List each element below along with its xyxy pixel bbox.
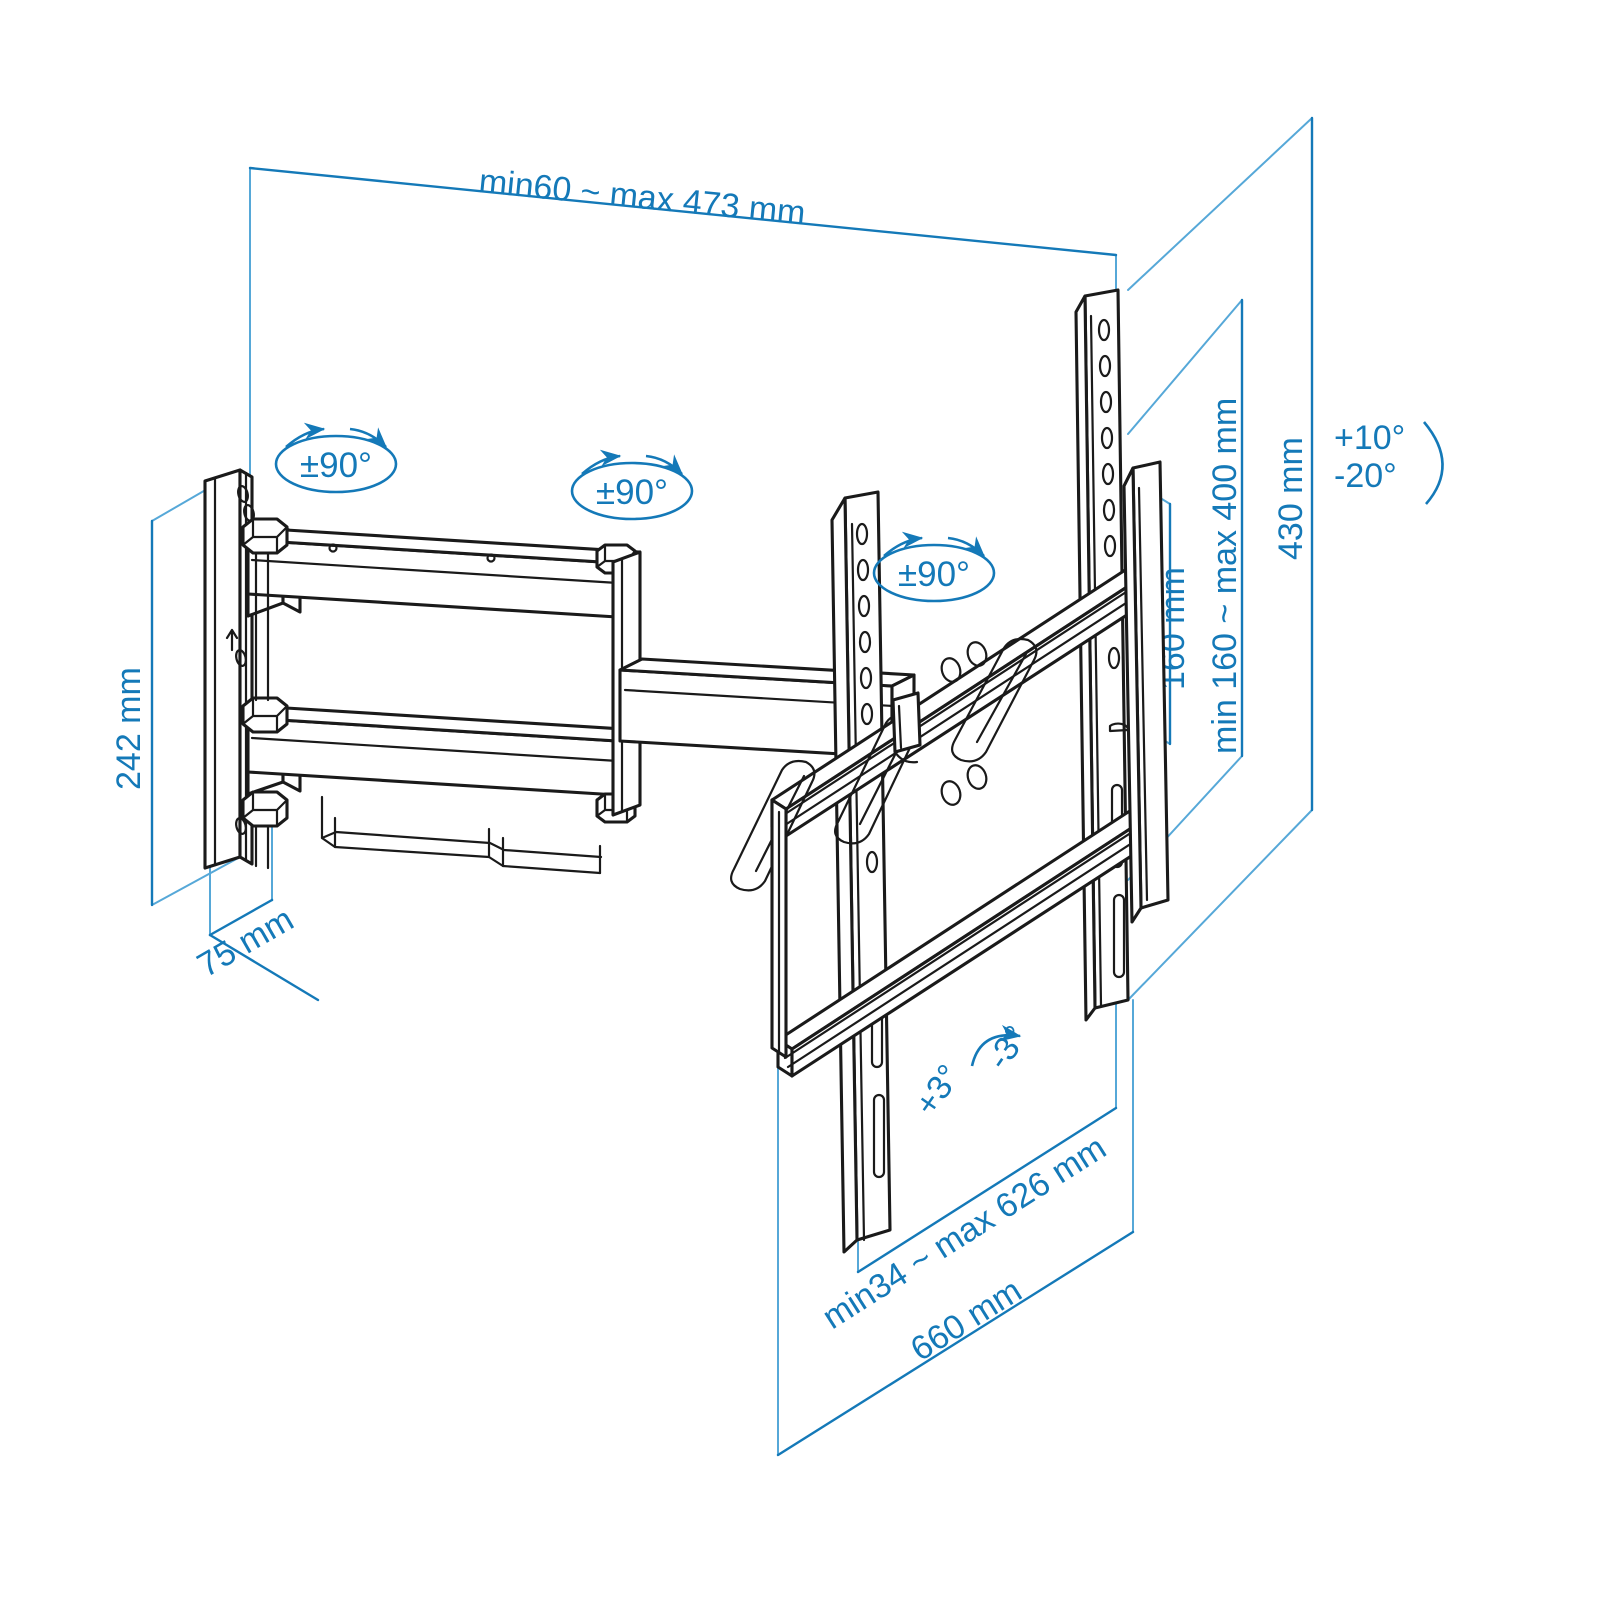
roll-label-plus: +3° [907,1058,968,1123]
dim-label-extension-depth: min60 ~ max 473 mm [477,162,807,232]
badge-swivel-2: ±90° [570,449,694,521]
dim-label-vesa-height-range: min 160 ~ max 400 mm [1206,398,1244,754]
lower-arm [241,551,641,870]
dimension-wall-plate-height: 242 mm [110,469,241,907]
tv-bracket [729,288,1170,1254]
badge-swivel-1: ±90° [274,422,398,494]
annotation-tilt: +10° -20° [1334,419,1444,505]
annotation-roll: +3° -3° [907,1019,1035,1123]
bracket-handle-upper [950,637,1038,763]
dim-label-wall-plate-width: 75 mm [191,900,300,985]
dimension-vesa-height-range: min 160 ~ max 400 mm [1127,298,1244,881]
tilt-label-down: -20° [1334,457,1397,495]
badge-swivel-3: ±90° [872,531,996,603]
badge-label-swivel-1: ±90° [300,446,372,485]
roll-label-minus: -3° [979,1019,1035,1077]
badge-label-swivel-2: ±90° [596,473,668,512]
upper-arm [241,517,641,619]
dim-label-bracket-width: 660 mm [904,1271,1028,1368]
dim-label-bracket-height: 430 mm [1272,437,1310,560]
dim-label-wall-plate-height: 242 mm [110,667,148,790]
dimension-extension-depth: min60 ~ max 473 mm [248,162,1118,546]
badge-label-swivel-3: ±90° [898,555,970,594]
tilt-label-up: +10° [1334,419,1405,457]
dimension-bracket-height: 430 mm [1127,116,1314,1001]
cable-cover [320,795,603,875]
